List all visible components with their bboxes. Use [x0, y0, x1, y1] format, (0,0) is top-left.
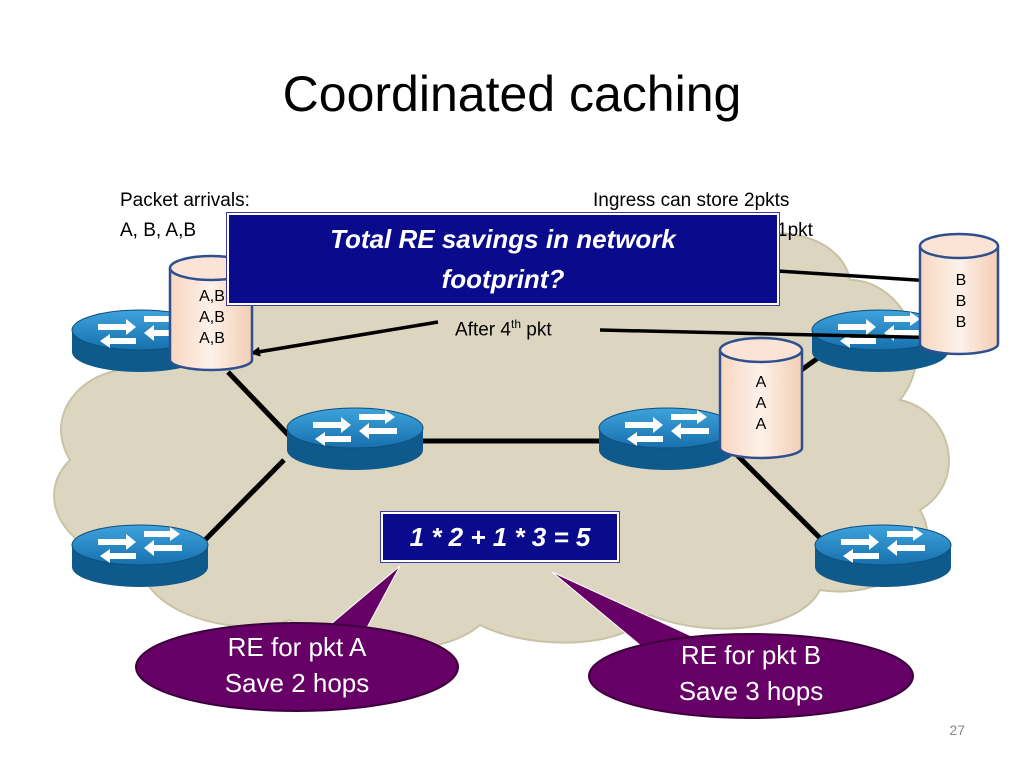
cache-right-cylinder — [918, 232, 1000, 356]
cache-right-entry: B — [955, 314, 967, 331]
bubble-pkt-b-line2: Save 3 hops — [678, 676, 824, 706]
slide-number: 27 — [949, 722, 965, 738]
bubble-pkt-a — [135, 565, 459, 712]
cache-right-entry: B — [955, 293, 967, 310]
arrow-to-right-cache — [599, 328, 952, 343]
cache-mid-contents: A A A — [720, 372, 802, 435]
after-4th-sup: th — [510, 317, 521, 331]
cache-right-entry: B — [955, 272, 967, 289]
ingress-note-line2: 1pkt — [777, 220, 813, 241]
ingress-note-line1: Ingress can store 2pkts — [593, 190, 790, 211]
bubble-pkt-a-line2: Save 2 hops — [224, 668, 370, 698]
router-icon — [286, 407, 424, 470]
arrow-to-left-cache — [250, 320, 439, 357]
bubble-pkt-b-line1: RE for pkt B — [680, 640, 822, 670]
router-icon — [598, 407, 736, 470]
cache-mid-entry: A — [755, 416, 767, 433]
bubble-pkt-b — [551, 571, 914, 719]
cache-mid-cylinder — [718, 336, 804, 460]
bubble-pkt-a-text: RE for pkt A Save 2 hops — [172, 629, 422, 701]
router-icon — [814, 524, 952, 587]
page-title: Coordinated caching — [282, 66, 742, 122]
question-callout-text: Total RE savings in network footprint? — [330, 224, 676, 294]
cache-left-entry: A,B — [199, 330, 225, 347]
arrow-to-right-cache-top — [761, 268, 934, 286]
cache-mid-entry: A — [755, 395, 767, 412]
after-4th-suffix: pkt — [521, 319, 552, 341]
cache-left-contents: A,B A,B A,B — [170, 286, 254, 349]
router-icon — [71, 524, 209, 587]
router-icon — [811, 309, 949, 372]
cache-mid-entry: A — [755, 374, 767, 391]
arrows — [250, 268, 952, 357]
after-4th-prefix: After 4 — [455, 319, 511, 341]
cache-right-contents: B B B — [922, 270, 1000, 333]
bubble-pkt-a-line1: RE for pkt A — [227, 632, 367, 662]
equation-box: 1 * 2 + 1 * 3 = 5 — [381, 512, 619, 562]
question-callout: Total RE savings in network footprint? — [227, 213, 779, 305]
ingress-note: Ingress can store 2pkts 1pkt — [593, 186, 813, 246]
packet-arrivals-note: Packet arrivals: A, B, A,B — [120, 186, 250, 246]
packet-arrivals-sequence: A, B, A,B — [120, 220, 197, 241]
cache-left-entry: A,B — [199, 288, 225, 305]
bubble-pkt-b-text: RE for pkt B Save 3 hops — [622, 637, 880, 709]
packet-arrivals-label: Packet arrivals: — [120, 190, 250, 211]
after-4th-pkt-label: After 4th pkt — [455, 309, 552, 345]
cache-left-entry: A,B — [199, 309, 225, 326]
